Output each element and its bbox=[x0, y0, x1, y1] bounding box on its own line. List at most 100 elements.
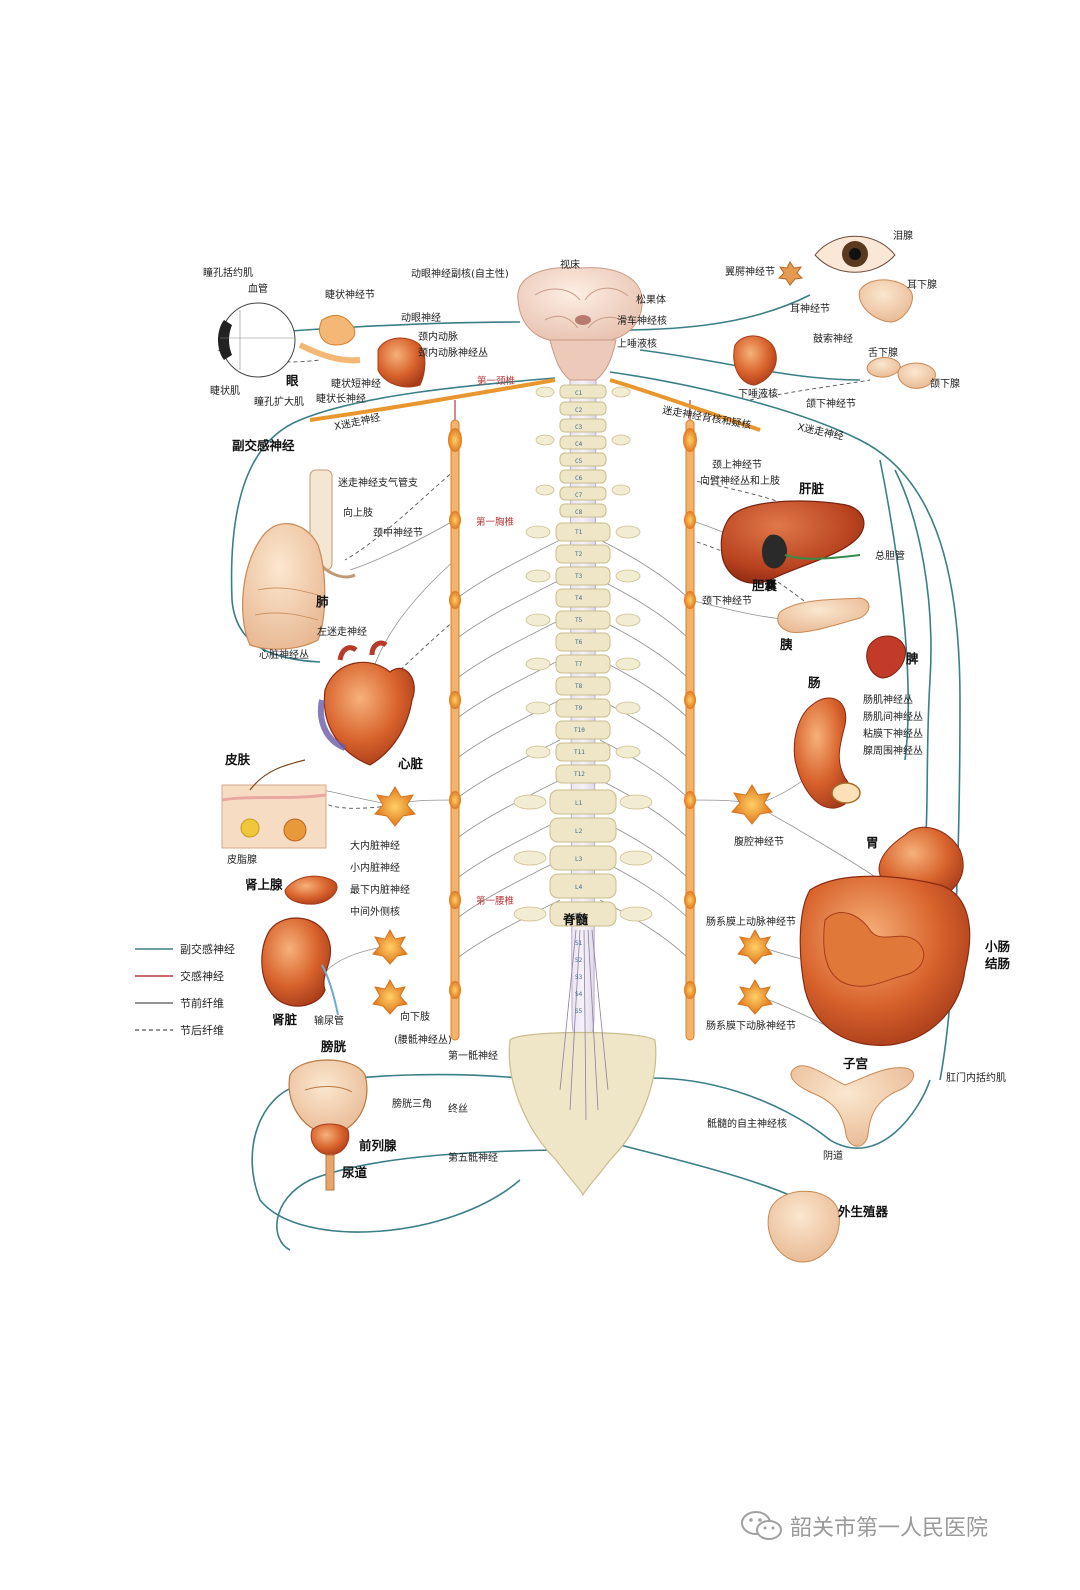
label-oculomotor-nerve: 动眼神经 bbox=[401, 311, 441, 324]
label-internal-carotid: 颈内动脉 bbox=[418, 330, 458, 343]
sphenopalatine-ganglion-star bbox=[777, 261, 804, 286]
liver-shape bbox=[720, 500, 865, 584]
prostate-shape bbox=[310, 1123, 350, 1156]
watermark-text: 韶关市第一人民医院 bbox=[790, 1516, 989, 1541]
label-vagina: 阴道 bbox=[823, 1149, 843, 1162]
label-parasympathetic: 副交感神经 bbox=[232, 438, 295, 453]
label-submandibular-ganglion: 颌下神经节 bbox=[806, 397, 856, 410]
label-otic-ganglion: 耳神经节 bbox=[790, 302, 830, 315]
vertebra-label-t11: T11 bbox=[574, 749, 585, 756]
vertebra-level-labels: C1 C2 C3 C4 C5 C6 C7 C8 T1 T2 T3 T4 T5 T… bbox=[574, 390, 585, 1015]
label-gallbladder: 胆囊 bbox=[752, 578, 778, 593]
label-spleen: 脾 bbox=[906, 651, 919, 666]
label-skin: 皮肤 bbox=[224, 752, 251, 767]
watermark: 韶关市第一人民医院 bbox=[740, 1508, 988, 1544]
label-myenteric-plexus: 肠肌神经丛 bbox=[863, 693, 913, 706]
label-sacral-autonomic: 骶髓的自主神经核 bbox=[707, 1117, 787, 1130]
intestines-mass bbox=[799, 875, 971, 1046]
label-trochlear-nucleus: 滑车神经核 bbox=[617, 314, 667, 327]
label-first-thoracic: 第一胸椎 bbox=[476, 516, 515, 528]
label-greater-splanchnic: 大内脏神经 bbox=[350, 839, 400, 852]
parotid-gland bbox=[858, 279, 913, 323]
label-filum: 终丝 bbox=[448, 1102, 468, 1115]
label-spinal-cord: 脊髓 bbox=[562, 912, 589, 927]
vertebra-label-s1: S1 bbox=[575, 940, 583, 947]
sympathetic-chain-left bbox=[448, 419, 462, 1041]
carotid-plexus-left bbox=[377, 337, 426, 388]
label-vagus-bronchial: 迷走神经支气管支 bbox=[338, 476, 418, 489]
vertebra-label-l2: L2 bbox=[575, 828, 583, 835]
label-ciliary-ganglion: 睫状神经节 bbox=[325, 288, 375, 301]
cervical-ganglion-band-right bbox=[609, 378, 761, 432]
vertebra-label-t12: T12 bbox=[574, 771, 585, 778]
gallbladder-shape bbox=[762, 534, 788, 569]
vertebra-label-c2: C2 bbox=[575, 407, 583, 414]
vertebra-label-l5: L5 bbox=[575, 912, 583, 919]
label-first-sacral: 第一骶神经 bbox=[448, 1049, 498, 1062]
label-trigone: 膀胱三角 bbox=[392, 1097, 432, 1110]
label-sublingual: 舌下腺 bbox=[868, 346, 898, 359]
brain-stem bbox=[517, 266, 643, 381]
uterus-shape bbox=[790, 1065, 915, 1147]
label-short-ciliary: 睫状短神经 bbox=[331, 377, 381, 390]
label-genitals: 外生殖器 bbox=[837, 1204, 889, 1219]
label-intermediolateral: 中间外侧核 bbox=[350, 905, 400, 918]
label-sphenopalatine-ganglion: 翼腭神经节 bbox=[725, 265, 775, 278]
wechat-icon bbox=[741, 1511, 782, 1540]
vertebra-label-c8: C8 bbox=[575, 509, 583, 516]
superior-mesenteric-ganglion-shape bbox=[737, 928, 773, 965]
label-cervical-plexus-upper-limb: 向臂神经丛和上肢 bbox=[700, 474, 780, 487]
genitals-shape bbox=[767, 1190, 840, 1263]
label-oculomotor-nucleus: 动眼神经副核(自主性) bbox=[411, 267, 509, 280]
adrenal-shape bbox=[284, 875, 338, 905]
lung-shape bbox=[242, 523, 326, 650]
brain-hemispheres bbox=[517, 266, 643, 343]
vertebra-label-c7: C7 bbox=[575, 492, 583, 499]
label-vagus-dorsal-nucleus: 迷走神经背核和疑核 bbox=[661, 403, 752, 431]
lacrimal-eye bbox=[814, 235, 896, 273]
label-common-bile-duct: 总胆管 bbox=[875, 549, 905, 562]
left-ganglion-upper bbox=[374, 786, 416, 827]
label-lung: 肺 bbox=[316, 594, 329, 609]
sacral-nerve-roots bbox=[559, 929, 609, 1121]
vertebra-label-t10: T10 bbox=[574, 727, 585, 734]
vertebra-label-t1: T1 bbox=[575, 529, 583, 536]
label-adrenal: 肾上腺 bbox=[245, 877, 283, 892]
vertebra-label-c3: C3 bbox=[575, 424, 583, 431]
label-eye: 眼 bbox=[286, 373, 299, 388]
left-ganglion-lower bbox=[372, 978, 408, 1015]
bladder-shape bbox=[288, 1059, 368, 1136]
heart-shape bbox=[323, 661, 415, 766]
vertebra-label-c5: C5 bbox=[575, 458, 583, 465]
vertebra-label-t5: T5 bbox=[575, 617, 583, 624]
urethra-shape bbox=[325, 1154, 335, 1191]
label-fifth-sacral: 第五骶神经 bbox=[448, 1151, 498, 1164]
inferior-mesenteric-ganglion-shape bbox=[737, 978, 773, 1015]
label-small-intestine: 小肠 bbox=[984, 939, 1011, 954]
vertebra-label-t9: T9 bbox=[575, 705, 583, 712]
prevertebral-ganglia bbox=[372, 784, 773, 1015]
label-sebaceous: 皮脂腺 bbox=[227, 853, 257, 866]
label-first-cervical: 第一颈椎 bbox=[477, 375, 516, 387]
legend-label-parasympathetic: 副交感神经 bbox=[180, 942, 235, 956]
label-long-ciliary: 睫状长神经 bbox=[316, 392, 366, 405]
vertebra-stack bbox=[549, 384, 617, 927]
label-ureter: 输尿管 bbox=[314, 1014, 344, 1027]
label-periglandular-plexus: 腺周围神经丛 bbox=[863, 744, 923, 757]
label-intestine: 肠 bbox=[808, 675, 821, 690]
label-upper-limb: 向上肢 bbox=[343, 506, 373, 519]
legend-label-preganglionic: 节前纤维 bbox=[180, 996, 224, 1010]
label-large-intestine: 结肠 bbox=[985, 956, 1011, 971]
label-pupil-sphincter: 瞳孔括约肌 bbox=[203, 266, 253, 279]
vertebra-label-t8: T8 bbox=[575, 683, 583, 690]
cervical-ganglion-band bbox=[309, 378, 556, 422]
pancreas-shape bbox=[777, 597, 870, 634]
carotid-plexus-right bbox=[733, 335, 777, 386]
label-superior-salivatory: 上唾液核 bbox=[617, 337, 657, 350]
brainstem bbox=[549, 339, 617, 381]
eye-diagram bbox=[218, 302, 296, 378]
vertebra-label-t7: T7 bbox=[575, 661, 583, 668]
left-ganglion-middle bbox=[372, 928, 408, 965]
